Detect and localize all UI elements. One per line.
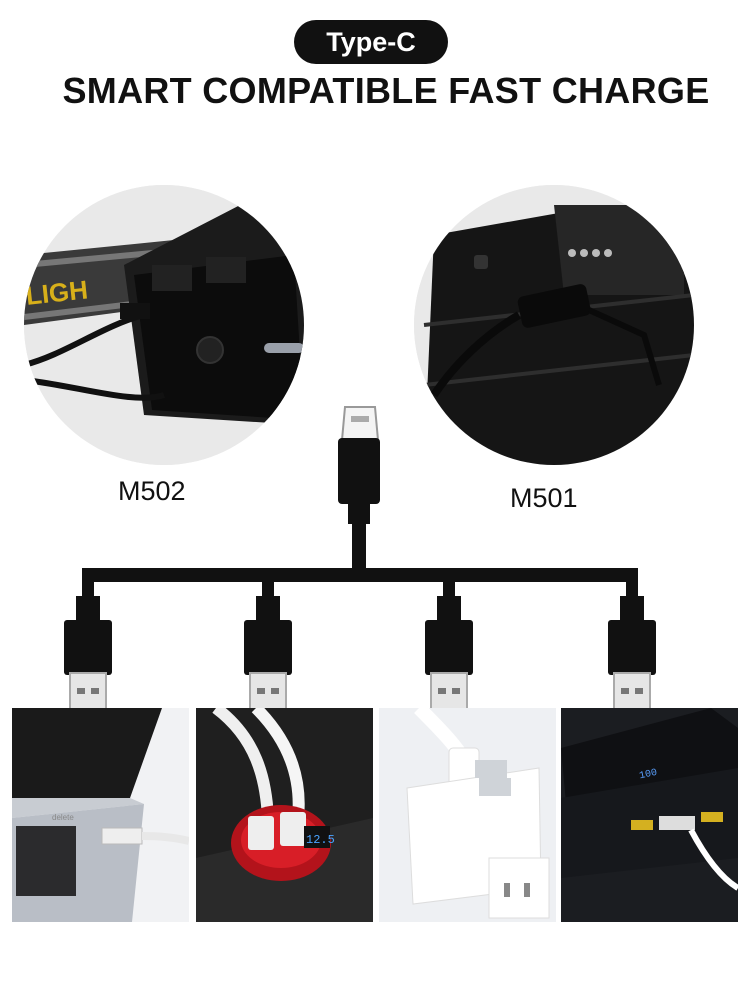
svg-text:12.5: 12.5 xyxy=(306,833,335,847)
cable-splitter-diagram xyxy=(64,406,656,710)
svg-text:delete: delete xyxy=(52,813,74,822)
product-photo-m501 xyxy=(414,185,694,465)
type-c-badge: Type-C xyxy=(294,20,448,64)
product-label-m501: M501 xyxy=(510,483,578,513)
usb-a-plug-icon-2 xyxy=(244,596,292,710)
device-photo-laptop: delete xyxy=(12,708,189,922)
svg-text:LIGH: LIGH xyxy=(24,274,89,310)
product-photo-m502: LIGH xyxy=(24,185,304,465)
micro-usb-plug-icon xyxy=(338,406,380,524)
headline: SMART COMPATIBLE FAST CHARGE xyxy=(62,70,710,111)
usb-a-plug-icon-4 xyxy=(608,596,656,710)
device-photo-power-bank: 100 xyxy=(561,708,738,922)
svg-text:100: 100 xyxy=(638,768,658,783)
usb-a-plug-icon-1 xyxy=(64,596,112,710)
device-photo-car-charger: 12.5 xyxy=(196,708,373,922)
device-photo-wall-adapter xyxy=(379,708,556,922)
usb-a-plug-icon-3 xyxy=(425,596,473,710)
product-label-m502: M502 xyxy=(118,476,186,506)
